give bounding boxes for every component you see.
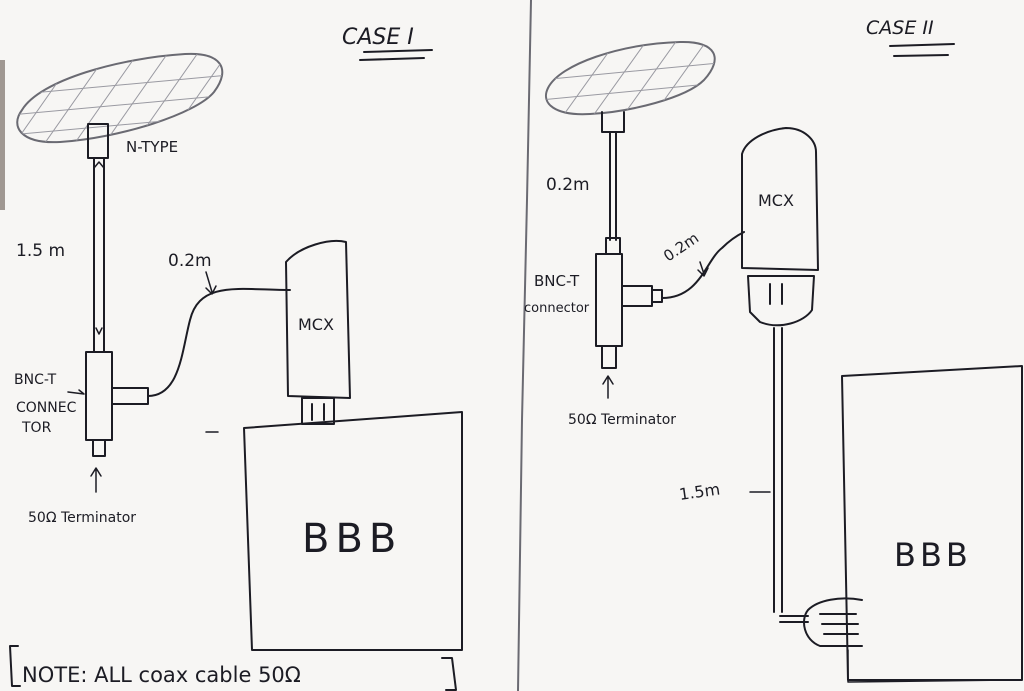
case2-bbb-label: BBB	[894, 536, 972, 574]
antenna-dish-icon	[545, 40, 716, 116]
case1-terminator-arrow	[90, 467, 102, 493]
n-type-connector-icon	[87, 123, 109, 159]
note-text: NOTE: ALL coax cable 50Ω	[22, 663, 301, 687]
case1-long-cable-label: 1.5 m	[16, 241, 65, 261]
paper-shadow-left	[0, 60, 5, 210]
case1-title: CASE I	[342, 25, 414, 50]
case2-bnc-t-connector-icon	[595, 253, 663, 369]
case1-short-cable	[147, 287, 291, 397]
case1-bnc-label-2: CONNEC	[16, 400, 77, 416]
case2-bnc-label-1: BNC-T	[534, 272, 580, 290]
case1-group: CASE I N-TYPE 1.5 m BNC-T CONNEC TOR	[9, 25, 463, 691]
note-bracket-right	[441, 657, 457, 691]
case2-mcx-plug-icon	[747, 275, 815, 327]
case1-mcx-pin-header	[301, 397, 335, 425]
case1-bnc-t-connector-icon	[85, 351, 149, 457]
case1-bbb-board	[243, 411, 463, 651]
case1-bbb-label: BBB	[302, 516, 402, 562]
case2-bnc-label-2: connector	[524, 301, 590, 316]
case2-title: CASE II	[866, 17, 934, 39]
case2-antenna-connector-icon	[601, 111, 625, 133]
case1-terminator-label: 50Ω Terminator	[28, 510, 136, 526]
case2-group: CASE II 0.2m BNC-T connector 50Ω Termina…	[524, 17, 1023, 683]
case2-terminator-label: 50Ω Terminator	[568, 412, 676, 428]
case1-mcx-label: MCX	[298, 315, 334, 334]
case1-bnc-label-1: BNC-T	[14, 372, 57, 388]
case2-long-cable	[773, 327, 783, 613]
case2-short-cable	[661, 231, 745, 299]
case2-terminator-arrow	[602, 375, 614, 399]
case1-short-cable-label: 0.2m	[168, 251, 212, 271]
case2-antenna-cable	[609, 131, 617, 241]
n-type-label: N-TYPE	[126, 138, 178, 156]
case2-mcx-label: MCX	[758, 191, 794, 210]
case1-title-underline	[359, 49, 433, 61]
page-divider-line	[517, 0, 532, 691]
note-bracket-left	[9, 645, 21, 687]
case1-bnc-label-3: TOR	[21, 420, 52, 436]
case2-antenna-cable-label: 0.2m	[546, 175, 590, 195]
case2-board-connector-icon	[779, 597, 863, 647]
case1-long-cable	[93, 157, 105, 353]
case2-title-underline	[889, 43, 955, 57]
case2-mcx-module-icon	[741, 127, 819, 271]
case1-mcx-module-icon	[285, 240, 351, 399]
case2-bbb-board	[841, 365, 1023, 681]
